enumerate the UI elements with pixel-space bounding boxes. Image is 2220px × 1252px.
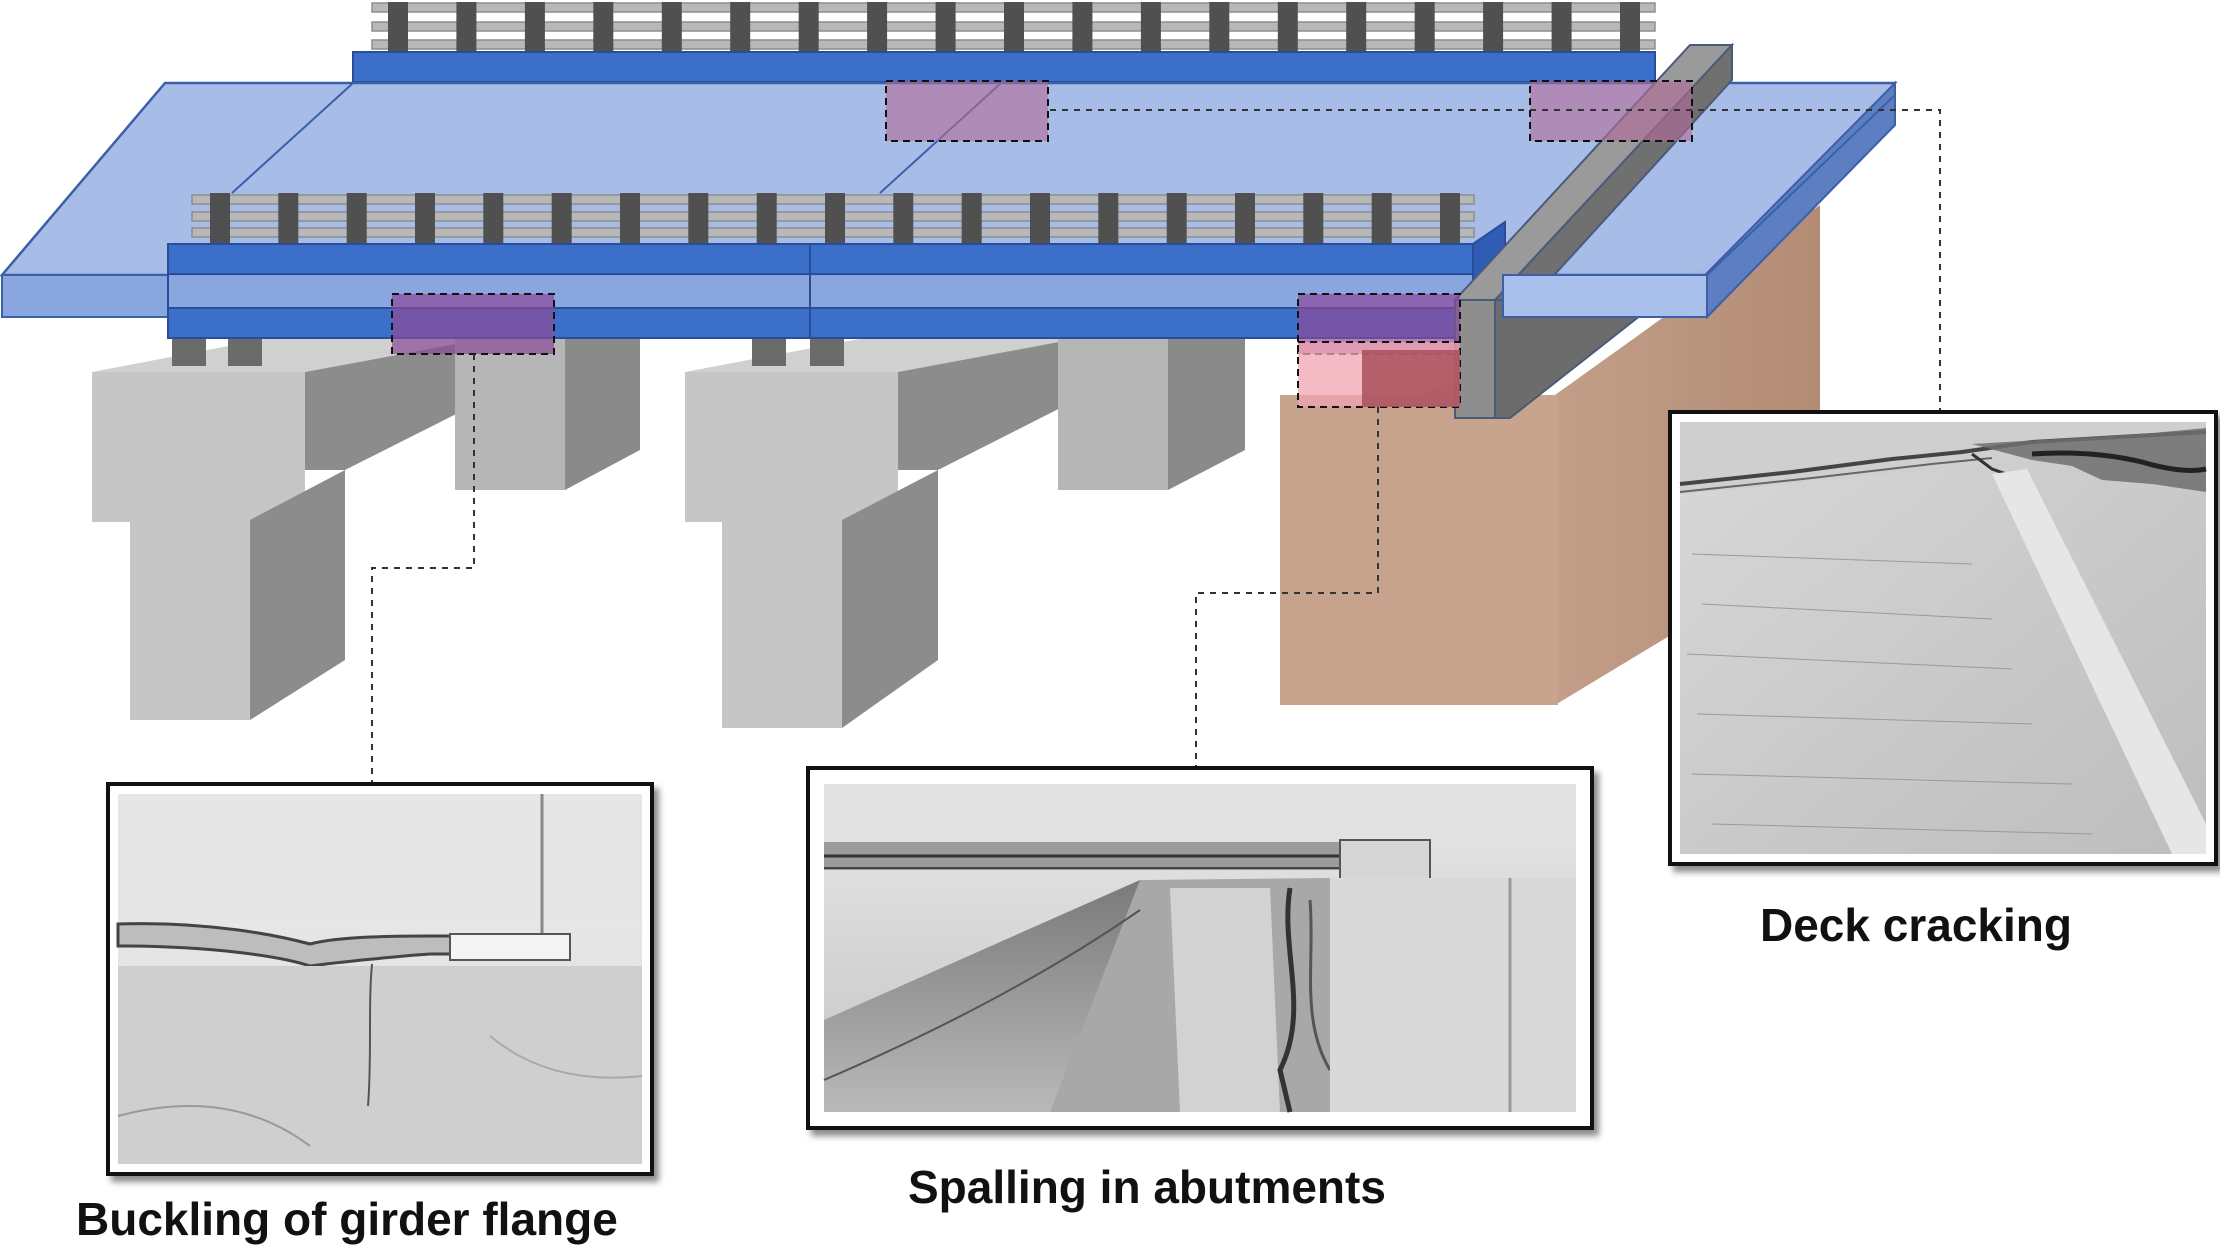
railing-post xyxy=(757,193,777,245)
front-railing xyxy=(192,193,1474,245)
railing-post xyxy=(552,193,572,245)
railing-post xyxy=(1209,2,1229,54)
railing-post xyxy=(620,193,640,245)
pier-left-back-block xyxy=(455,335,565,490)
railing-post xyxy=(1278,2,1298,54)
railing-post xyxy=(1620,2,1640,54)
pier-left-column-front xyxy=(130,520,250,720)
approach-slab xyxy=(1503,275,1707,317)
railing-post xyxy=(1098,193,1118,245)
back-railing xyxy=(372,2,1655,54)
pier-left-cap-front xyxy=(92,372,305,522)
abutment-front xyxy=(1280,395,1558,705)
railing-post xyxy=(278,193,298,245)
label-deck-cracking: Deck cracking xyxy=(1760,898,2072,952)
railing-post xyxy=(799,2,819,54)
railing-post xyxy=(962,193,982,245)
highlight-girder-flange xyxy=(392,294,554,354)
railing-post xyxy=(662,2,682,54)
railing-post xyxy=(1303,193,1323,245)
railing-post xyxy=(1440,193,1460,245)
pier-right-back-block xyxy=(1058,335,1168,490)
railing-post xyxy=(1552,2,1572,54)
railing-post xyxy=(1346,2,1366,54)
railing-post xyxy=(1072,2,1092,54)
label-spalling-abutments: Spalling in abutments xyxy=(908,1160,1386,1214)
railing-post xyxy=(210,193,230,245)
railing-post xyxy=(936,2,956,54)
railing-post xyxy=(893,193,913,245)
railing-post xyxy=(1235,193,1255,245)
railing-post xyxy=(456,2,476,54)
railing-post xyxy=(688,193,708,245)
railing-post xyxy=(525,2,545,54)
railing-post xyxy=(867,2,887,54)
railing-post xyxy=(1030,193,1050,245)
railing-post xyxy=(730,2,750,54)
highlight-deck-mid xyxy=(886,81,1048,141)
railing-post xyxy=(1167,193,1187,245)
railing-post xyxy=(483,193,503,245)
back-girder xyxy=(353,52,1655,82)
railing-post xyxy=(415,193,435,245)
photo-buckling-girder-flange xyxy=(106,782,654,1176)
railing-post xyxy=(593,2,613,54)
railing-post xyxy=(347,193,367,245)
railing-post xyxy=(1483,2,1503,54)
photo-deck-cracking xyxy=(1668,410,2218,866)
pier-right-cap-front xyxy=(685,372,898,522)
pier-right-column-front xyxy=(722,520,842,728)
highlight-abutment-inner xyxy=(1362,350,1460,407)
railing-post xyxy=(388,2,408,54)
railing-post xyxy=(1004,2,1024,54)
label-buckling-girder-flange: Buckling of girder flange xyxy=(76,1192,618,1246)
railing-post xyxy=(1141,2,1161,54)
photo-spalling-abutments xyxy=(806,766,1594,1130)
railing-post xyxy=(825,193,845,245)
railing-post xyxy=(1415,2,1435,54)
railing-post xyxy=(1372,193,1392,245)
